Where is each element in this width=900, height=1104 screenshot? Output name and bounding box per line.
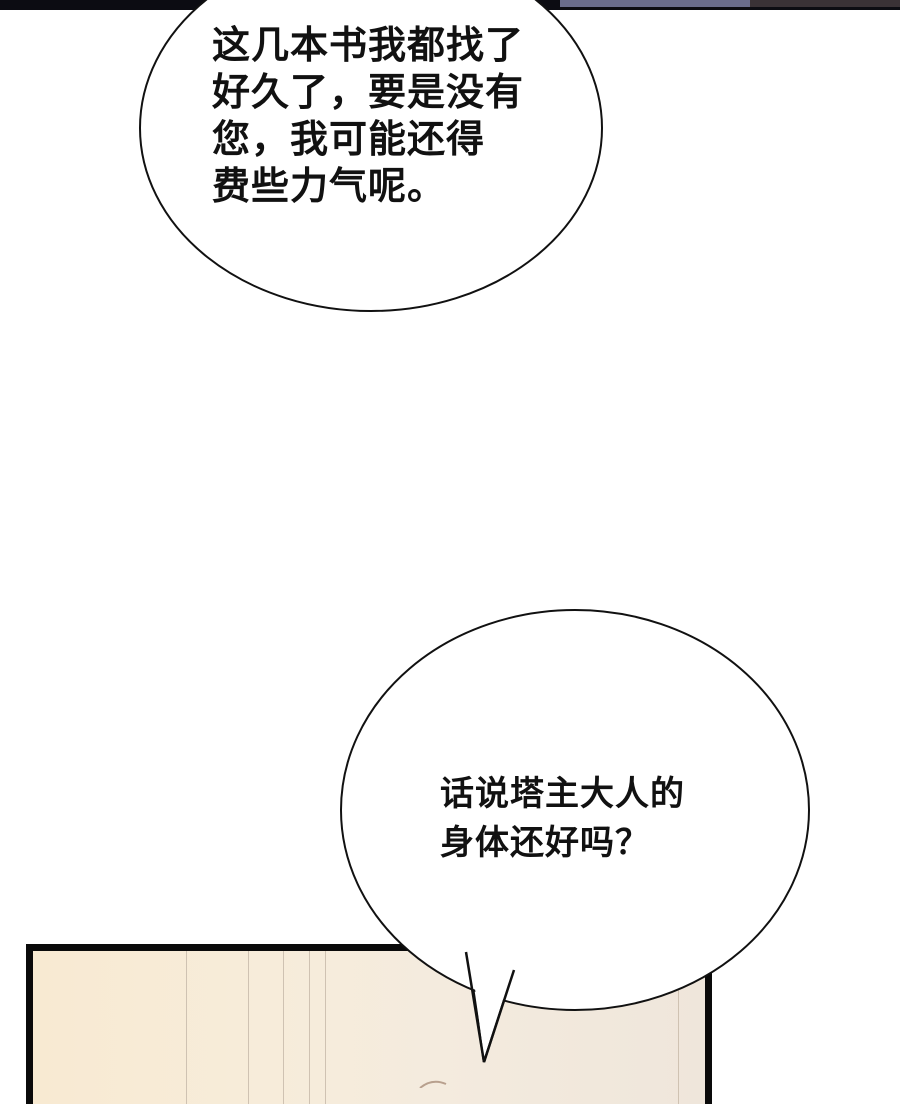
speech-bubble-1	[139, 0, 603, 312]
wall-line	[186, 951, 187, 1104]
wall-line	[325, 951, 326, 1104]
wall-line	[309, 951, 310, 1104]
previous-panel-blue-region	[560, 0, 750, 7]
wall-line	[248, 951, 249, 1104]
speech-bubble-2-text: 话说塔主大人的 身体还好吗？	[440, 774, 685, 863]
wall-line	[283, 951, 284, 1104]
speech-bubble-2	[340, 609, 810, 1011]
wall-line	[678, 951, 679, 1104]
speech-bubble-1-text: 这几本书我都找了 好久了，要是没有 您，我可能还得 费些力气呢。	[212, 23, 525, 208]
character-hair-fragment	[419, 1080, 447, 1088]
speech-bubble-2-tail-outline	[464, 951, 516, 1063]
previous-panel-dark-region	[750, 0, 900, 7]
